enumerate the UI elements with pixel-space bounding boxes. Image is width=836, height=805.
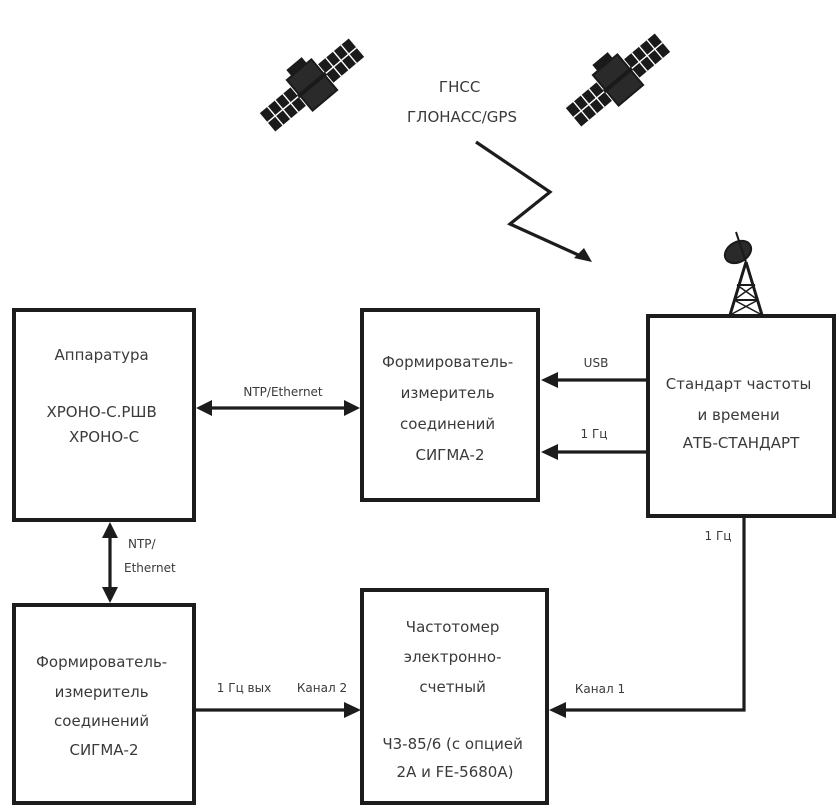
pps-down-label: 1 Гц bbox=[705, 529, 732, 543]
channel1-label: Канал 1 bbox=[575, 682, 625, 696]
sigma2-top-box bbox=[362, 310, 538, 500]
sigma2-bottom-box bbox=[14, 605, 194, 803]
usb-connector bbox=[541, 372, 646, 388]
ntp-ethernet-horizontal-connector bbox=[196, 400, 360, 416]
ntp-ethernet-vertical-connector bbox=[102, 522, 118, 603]
satellite-left-icon bbox=[250, 26, 370, 137]
antenna-tower-icon bbox=[721, 232, 762, 315]
gnss-label: ГНСС ГЛОНАСС/GPS bbox=[407, 78, 517, 126]
usb-label: USB bbox=[584, 356, 609, 370]
satellite-right-icon bbox=[556, 21, 676, 132]
pps-top-connector bbox=[541, 444, 646, 460]
ntp-ethernet-horizontal-label: NTP/Ethernet bbox=[243, 385, 323, 399]
pps-top-label: 1 Гц bbox=[581, 427, 608, 441]
channel2-label: Канал 2 bbox=[297, 681, 347, 695]
radio-signal-icon bbox=[476, 142, 592, 262]
ntp-ethernet-vertical-label: NTP/ Ethernet bbox=[124, 537, 176, 575]
pps-channel2-connector bbox=[196, 702, 361, 718]
pps-out-label: 1 Гц вых bbox=[217, 681, 271, 695]
